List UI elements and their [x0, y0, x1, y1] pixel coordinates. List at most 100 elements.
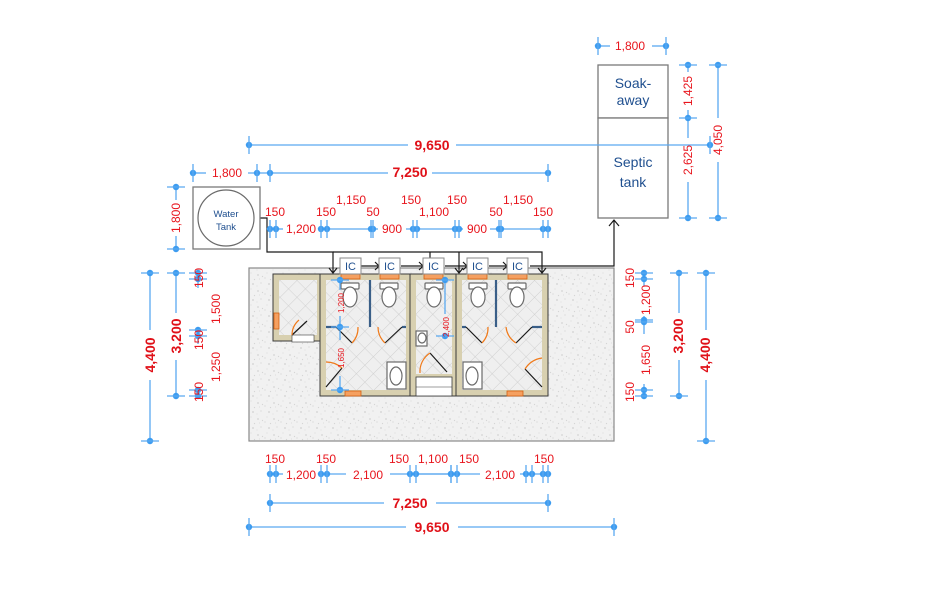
- dim-chain-lower: 1,100: [419, 205, 449, 219]
- svg-text:IC: IC: [384, 261, 395, 273]
- door-right-entry: [524, 357, 543, 388]
- shower-tray-right: [462, 361, 483, 390]
- dim-interior-center: 2,400: [442, 316, 451, 337]
- dim-bottom-chain: 1,100: [418, 452, 448, 466]
- dim-right-chain: 1,650: [639, 345, 653, 375]
- dim-bottom-chain: 2,100: [485, 468, 515, 482]
- dim-chain-lower: 150: [533, 205, 553, 219]
- dim-bottom-chain: 150: [389, 452, 409, 466]
- window-left-bottom: [344, 390, 362, 397]
- dim-chain-lower: 1,200: [286, 222, 316, 236]
- toilet-block: [272, 273, 549, 397]
- dim-top-overall: 9,650: [414, 137, 449, 153]
- door-cubicle-2: [377, 326, 403, 344]
- dim-right-overall: 4,400: [697, 337, 713, 372]
- dim-chain-lower: 900: [382, 222, 402, 236]
- dim-right-building: 3,200: [670, 318, 686, 353]
- svg-text:IC: IC: [472, 261, 483, 273]
- dimension-lines: [141, 37, 727, 536]
- svg-text:IC: IC: [512, 261, 523, 273]
- dim-bottom-chain: 2,100: [353, 468, 383, 482]
- toilet-4: [468, 282, 488, 308]
- dim-left-chain: 150: [192, 330, 206, 350]
- dim-right-chain: 1,200: [639, 285, 653, 315]
- dim-chain-upper: 1,150: [503, 193, 533, 207]
- dim-top-building: 7,250: [392, 164, 427, 180]
- water-tank-circle: [197, 189, 255, 247]
- soakaway: Soak- away: [597, 64, 669, 119]
- svg-text:Septic: Septic: [614, 154, 653, 170]
- floor-store-room: [279, 280, 317, 335]
- door-center: [419, 352, 448, 374]
- inspection-chamber-5: IC: [506, 257, 529, 275]
- septic-tank: Septic tank: [597, 117, 669, 219]
- window-store: [273, 312, 280, 330]
- inspection-chamber-3: IC: [422, 257, 445, 275]
- dim-bottom-chain: 150: [316, 452, 336, 466]
- svg-text:IC: IC: [428, 261, 439, 273]
- dim-left-chain: 150: [192, 268, 206, 288]
- dim-bottom-chain: 150: [534, 452, 554, 466]
- dim-bottom-chain: 150: [459, 452, 479, 466]
- window-ic-5: [507, 273, 528, 280]
- toilet-5: [507, 282, 527, 308]
- dim-interior-left-upper: 1,200: [337, 292, 346, 313]
- dim-soakaway-height: 1,425: [681, 76, 695, 106]
- dim-chain-upper: 1,150: [336, 193, 366, 207]
- inspection-chamber-2: IC: [378, 257, 401, 275]
- door-opening-store: [291, 334, 315, 343]
- dim-chain-lower: 50: [489, 205, 503, 219]
- door-cubicle-4: [505, 326, 533, 344]
- dim-septic-height: 2,625: [681, 145, 695, 175]
- dim-left-chain: 1,500: [209, 294, 223, 324]
- dim-right-chain: 150: [623, 268, 637, 288]
- wash-basin: [415, 330, 428, 347]
- dim-chain-lower: 150: [316, 205, 336, 219]
- dim-left-chain: 1,250: [209, 352, 223, 382]
- dim-bottom-building: 7,250: [392, 495, 427, 511]
- svg-text:tank: tank: [620, 174, 647, 190]
- water-supply-pipe: [257, 217, 334, 273]
- dim-left-building: 3,200: [168, 318, 184, 353]
- dim-soakaway-width: 1,800: [615, 39, 645, 53]
- dim-right-chain: 150: [623, 382, 637, 402]
- toilet-2: [379, 282, 399, 308]
- dim-chain-lower: 900: [467, 222, 487, 236]
- dim-chain-lower: 150: [265, 205, 285, 219]
- dim-bottom-chain: 1,200: [286, 468, 316, 482]
- dim-top-tank-gap: 1,800: [212, 166, 242, 180]
- door-left-entry: [325, 361, 343, 388]
- entrance-step: [415, 376, 453, 397]
- dim-chain-lower: 50: [366, 205, 380, 219]
- water-tank: Water Tank: [192, 186, 261, 250]
- dim-bottom-chain: 150: [265, 452, 285, 466]
- svg-text:Water: Water: [214, 209, 239, 220]
- toilet-3: [424, 282, 444, 308]
- dim-bottom-overall: 9,650: [414, 519, 449, 535]
- door-cubicle-3: [465, 326, 489, 344]
- shower-tray-left: [386, 361, 407, 390]
- dim-right-chain: 50: [623, 320, 637, 334]
- dim-water-tank-height: 1,800: [169, 203, 183, 233]
- dim-tank-total-height: 4,050: [711, 125, 725, 155]
- inspection-chamber-1: IC: [339, 257, 362, 275]
- inspection-chamber-4: IC: [466, 257, 489, 275]
- window-ic-2: [379, 273, 400, 280]
- inspection-chambers: IC IC IC IC IC: [339, 257, 529, 275]
- dim-chain-upper: 150: [447, 193, 467, 207]
- window-ic-4: [467, 273, 488, 280]
- window-right-bottom: [506, 390, 524, 397]
- svg-text:IC: IC: [345, 261, 356, 273]
- window-ic-3: [423, 273, 444, 280]
- svg-text:Soak-: Soak-: [615, 75, 652, 91]
- dim-chain-upper: 150: [401, 193, 421, 207]
- sewer-pipe-to-septic: [530, 220, 615, 267]
- toilet-1: [340, 282, 360, 308]
- pipework: [257, 106, 637, 274]
- dim-left-overall: 4,400: [142, 337, 158, 372]
- dim-interior-left-lower: 1,650: [337, 347, 346, 368]
- svg-text:Tank: Tank: [216, 222, 236, 233]
- window-ic-1: [340, 273, 361, 280]
- svg-text:away: away: [617, 92, 650, 108]
